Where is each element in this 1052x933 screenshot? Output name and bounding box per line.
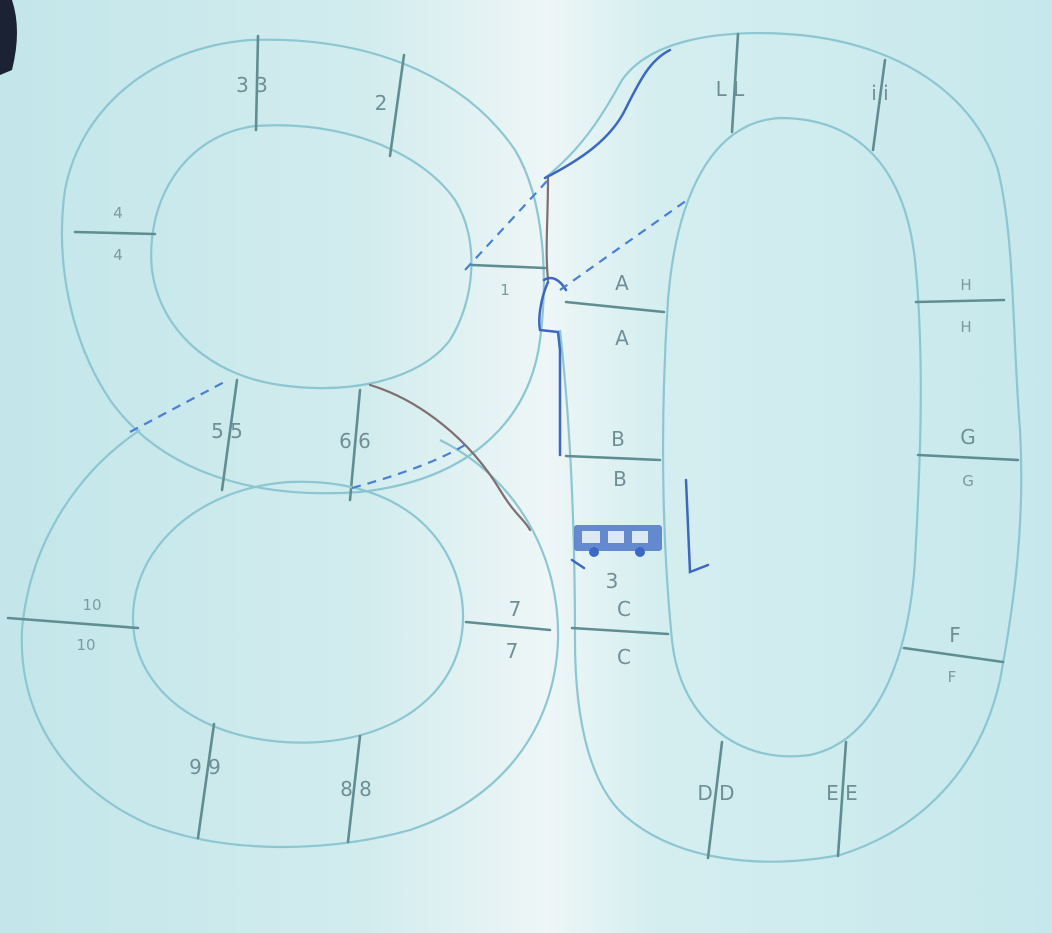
tick-10: [8, 618, 138, 628]
label-7a: 7: [509, 597, 522, 621]
label-Gb: G: [962, 472, 974, 490]
label-7b: 7: [506, 639, 519, 663]
pencil-connector-6: [370, 385, 530, 530]
tick-7: [466, 622, 550, 630]
tick-F: [904, 648, 1003, 662]
label-10a: 10: [82, 596, 101, 614]
pencil-connector-1: [547, 178, 548, 280]
label-Fa: F: [949, 623, 961, 647]
label-Ga: G: [960, 425, 976, 449]
label-Ca: C: [617, 597, 631, 621]
loop-right: L L i i H H G G F F E E D D A A B B C C …: [545, 33, 1021, 862]
label-4a: 4: [113, 204, 123, 222]
label-4b: 4: [113, 246, 123, 264]
label-33: 3 3: [236, 73, 268, 97]
label-Aa: A: [615, 271, 629, 295]
label-Fb: F: [948, 668, 957, 686]
label-99: 9 9: [189, 755, 221, 779]
label-1: 1: [500, 281, 510, 299]
dash-switch-1: [465, 180, 548, 270]
tick-A: [566, 302, 664, 312]
tick-2: [390, 55, 404, 156]
loop-lower-left: 10 10 7 7 9 9 8 8: [8, 430, 558, 847]
label-Cb: C: [617, 645, 631, 669]
tick-4: [75, 232, 155, 234]
label-ii: i i: [871, 81, 888, 105]
label-Bb: B: [613, 467, 627, 491]
tick-G: [918, 455, 1018, 460]
label-Hb: H: [960, 318, 971, 336]
right-inner: [663, 118, 921, 756]
label-LL: L L: [716, 77, 746, 101]
upper-left-inner: [151, 125, 471, 388]
tick-1: [472, 265, 545, 268]
tick-9: [198, 724, 214, 838]
label-88: 8 8: [340, 777, 372, 801]
pen-branch-line: [545, 50, 670, 178]
tick-C: [572, 628, 668, 634]
label-10b: 10: [76, 636, 95, 654]
tick-B: [566, 456, 660, 460]
label-Ab: A: [615, 326, 629, 350]
tick-i: [873, 60, 885, 150]
label-DD: D D: [697, 781, 734, 805]
label-EE: E E: [826, 781, 858, 805]
direction-arrow: [686, 480, 708, 572]
label-Ha: H: [960, 276, 971, 294]
label-3-right: 3: [606, 569, 619, 593]
label-66: 6 6: [339, 429, 371, 453]
label-2: 2: [375, 91, 388, 115]
tick-H: [916, 300, 1004, 302]
lower-left-inner: [133, 482, 463, 743]
label-Ba: B: [611, 427, 625, 451]
label-55: 5 5: [211, 419, 243, 443]
train-icon: [574, 525, 662, 557]
corner-blob: [0, 0, 17, 75]
